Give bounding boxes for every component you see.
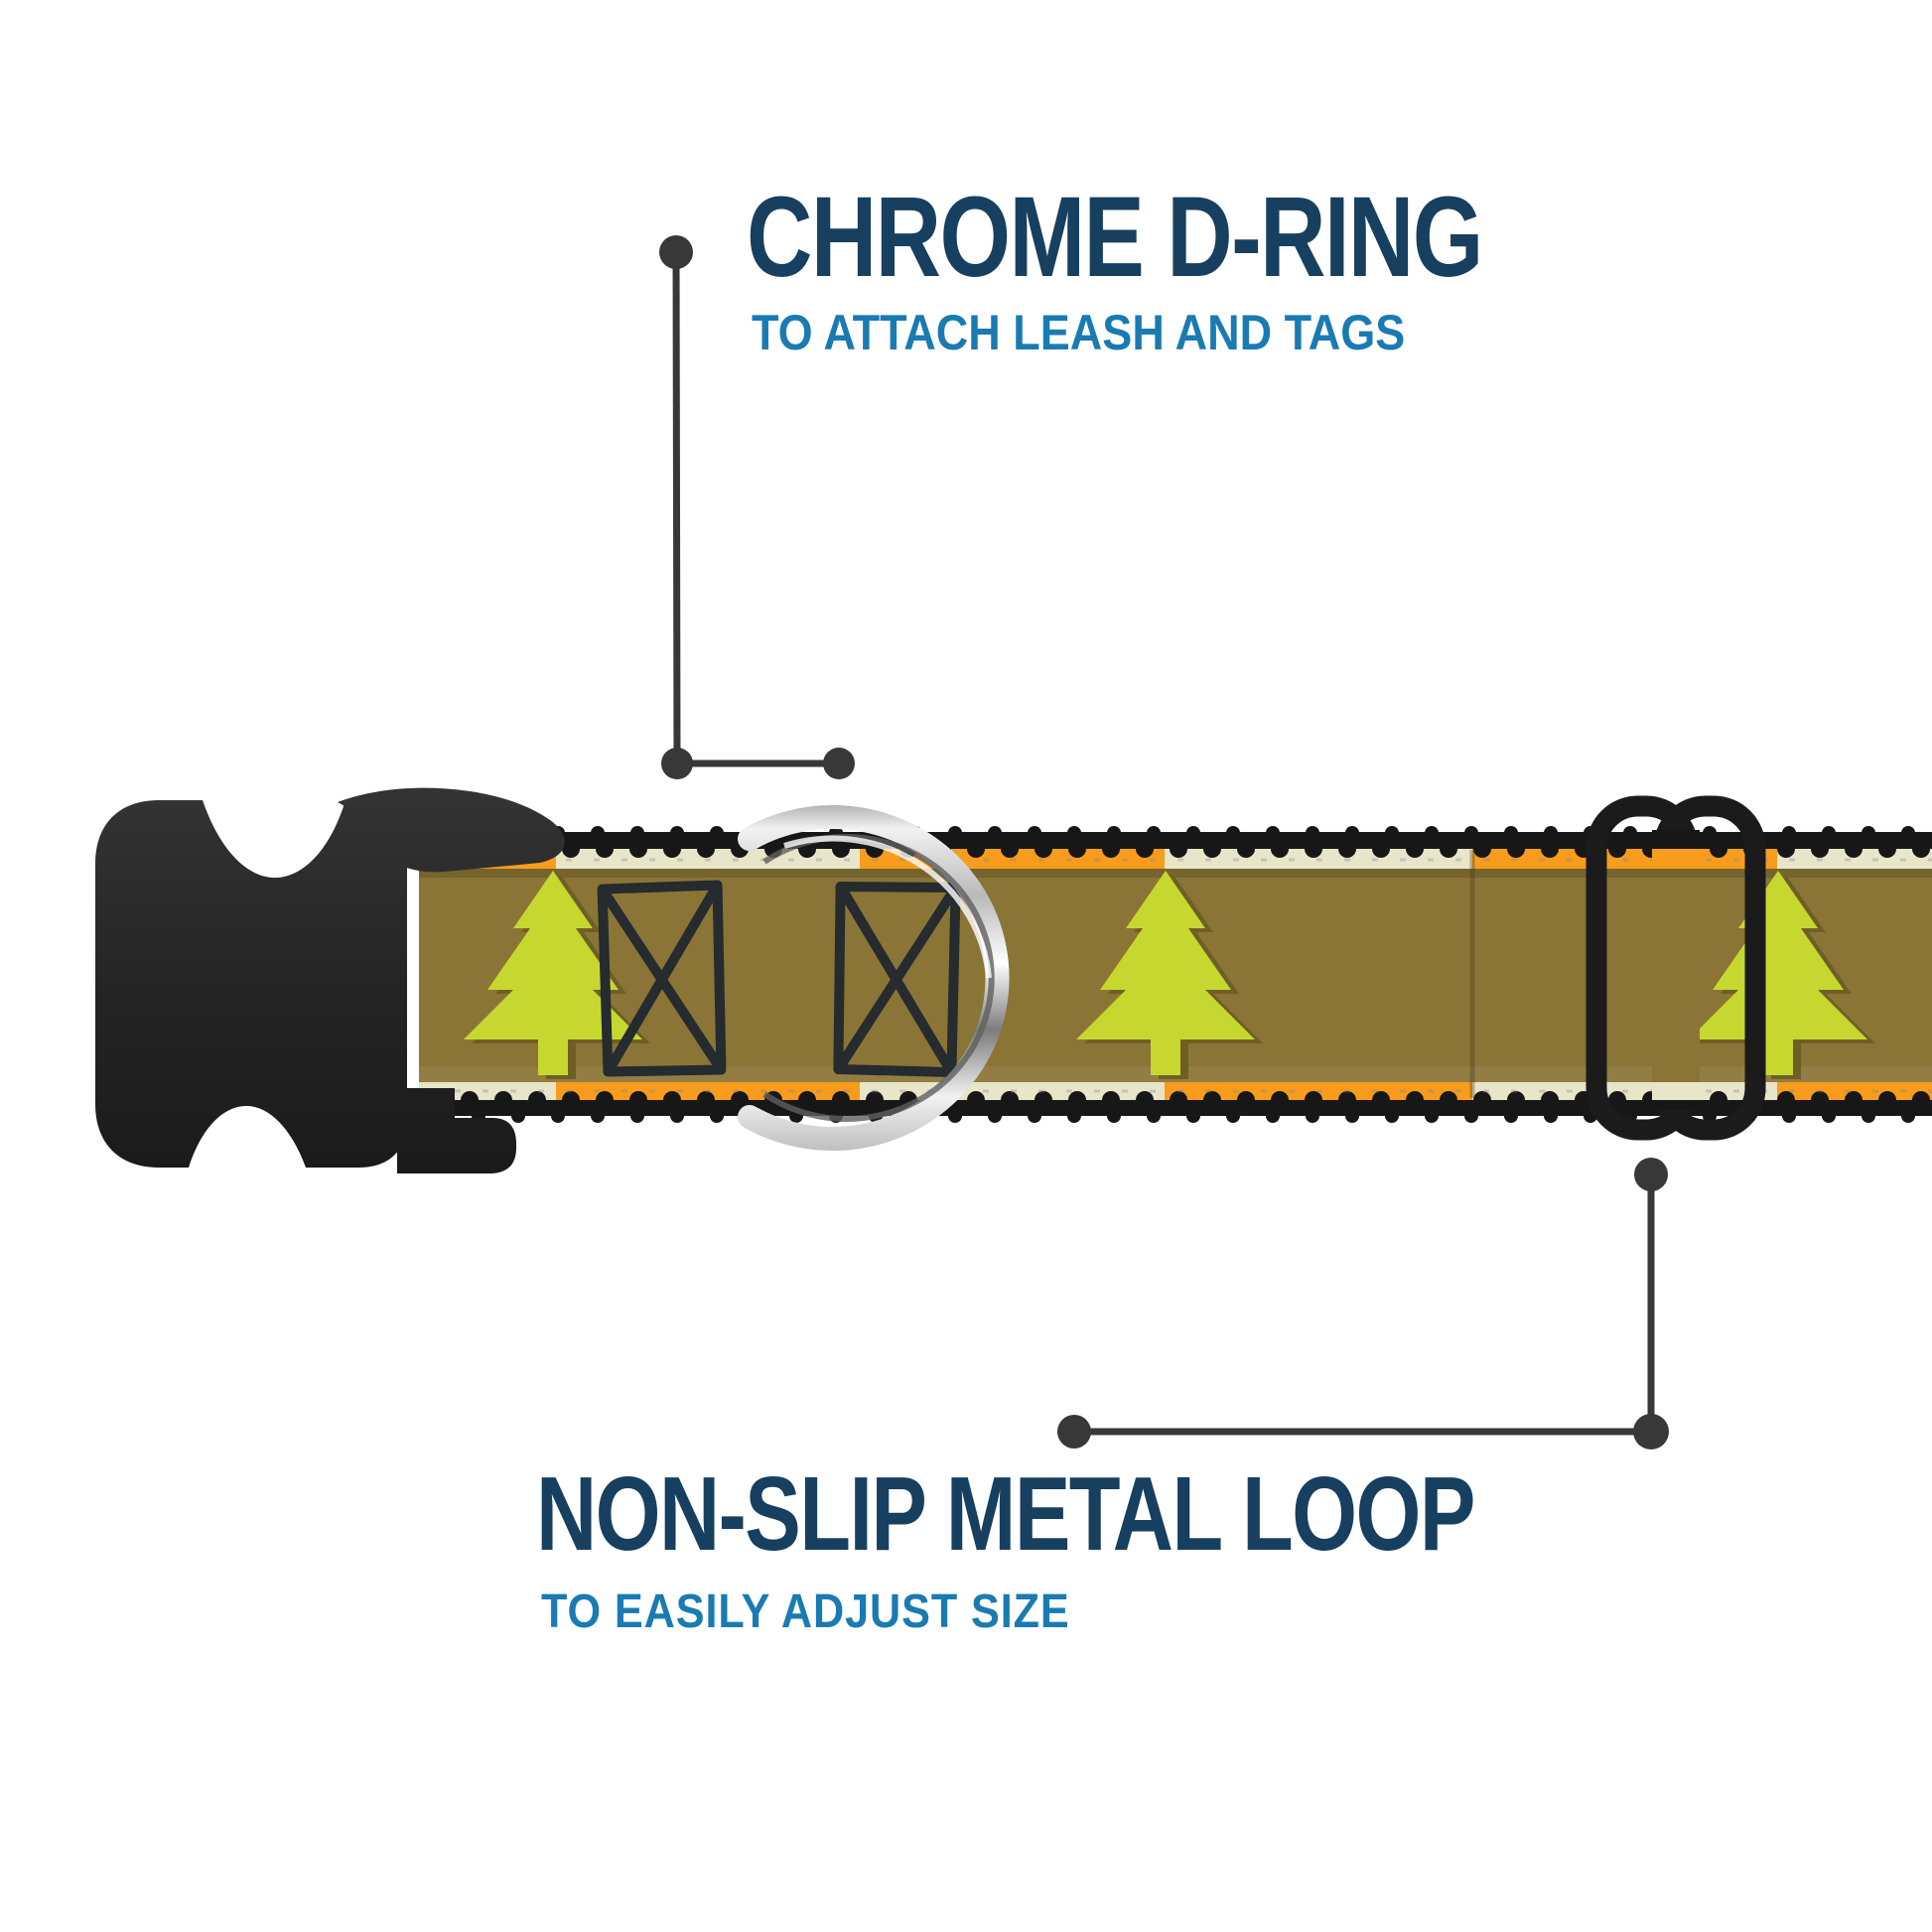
buckle-bottom-frame <box>397 1088 516 1173</box>
loop-callout-lines <box>1057 1158 1669 1449</box>
dring-callout-title: CHROME D-RING <box>747 174 1483 301</box>
slider-loop <box>1586 795 1766 1141</box>
dring-callout-lines <box>659 235 855 779</box>
buckle <box>95 787 565 1173</box>
buckle-body <box>95 800 407 1168</box>
callout-dot <box>661 748 693 779</box>
callout-dot <box>1057 1415 1091 1449</box>
slider-center-webbing-patch <box>1652 830 1700 1110</box>
callout-dot <box>823 748 855 779</box>
loop-callout-subtitle: TO EASILY ADJUST SIZE <box>541 1586 1070 1638</box>
buckle-prong-cover <box>338 787 565 873</box>
webbing-outer-scallop-top <box>419 824 1932 833</box>
d-ring-inner-line <box>762 834 995 1122</box>
webbing-outer-scallop-bottom <box>419 1116 1932 1125</box>
collar-webbing <box>419 824 1932 1125</box>
webbing-scallop-bottom <box>419 1089 1932 1100</box>
callout-dot <box>1633 1414 1669 1449</box>
d-ring-highlight <box>783 835 992 979</box>
webbing-scallop-top <box>419 849 1932 860</box>
dring-callout-subtitle: TO ATTACH LEASH AND TAGS <box>752 305 1406 360</box>
loop-callout-title: NON-SLIP METAL LOOP <box>536 1455 1475 1573</box>
d-ring <box>738 805 1010 1151</box>
